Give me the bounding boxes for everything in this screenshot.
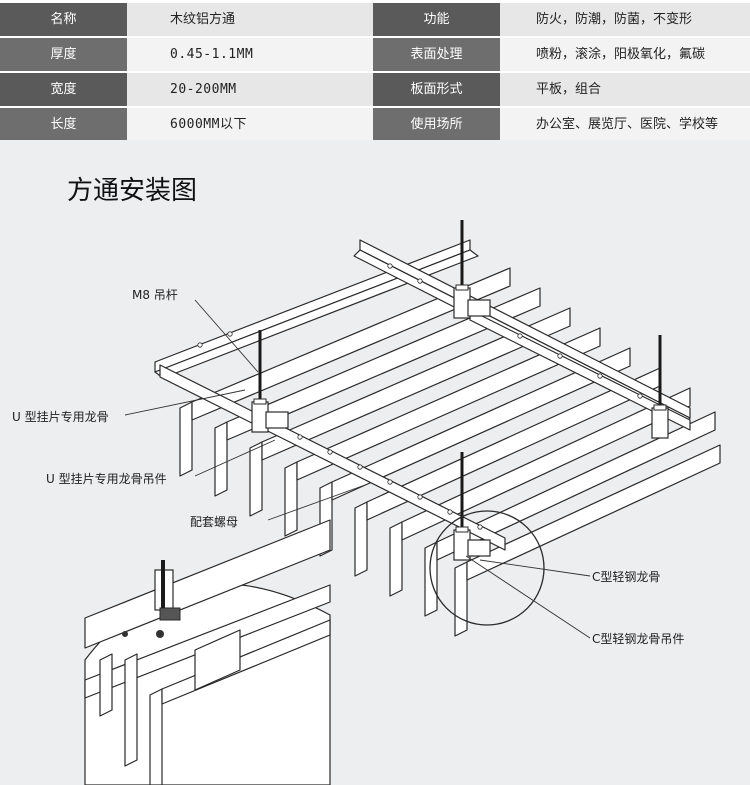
magnifier-circle: [429, 510, 545, 626]
diagram-title: 方通安装图: [67, 176, 198, 206]
spec-value-length: 6000MM以下: [127, 108, 373, 141]
hangers: [251, 287, 669, 561]
spec-value-surface: 喷粉，滚涂，阳极氧化，氟碳: [500, 38, 750, 71]
spec-row-length: 长度 6000MM以下 使用场所 办公室、展览厅、医院、学校等: [0, 108, 750, 141]
spec-label-name: 名称: [0, 3, 127, 36]
spec-label-usage: 使用场所: [373, 108, 500, 141]
c-keel-label: C型轻钢龙骨: [592, 570, 661, 584]
spec-label-panel-form: 板面形式: [373, 73, 500, 106]
spec-row-thickness: 厚度 0.45-1.1MM 表面处理 喷粉，滚涂，阳极氧化，氟碳: [0, 38, 750, 71]
c-keel-hanger-label: C型轻钢龙骨吊件: [592, 632, 685, 646]
square-tube: [249, 307, 571, 517]
nut-label: 配套螺母: [190, 515, 239, 529]
spec-label-thickness: 厚度: [0, 38, 127, 71]
detail-view: [84, 519, 331, 785]
nuts: [253, 284, 667, 533]
spec-value-usage: 办公室、展览厅、医院、学校等: [500, 108, 750, 141]
leader-lines: [124, 299, 591, 639]
m8-rod-label: M8 吊杆: [132, 288, 178, 302]
square-tube: [179, 267, 511, 477]
spec-value-function: 防火，防潮，防菌，不变形: [500, 3, 750, 36]
square-tube: [214, 287, 541, 497]
installation-diagram: [84, 220, 721, 785]
square-tube: [389, 387, 691, 597]
spec-label-length: 长度: [0, 108, 127, 141]
spec-label-surface: 表面处理: [373, 38, 500, 71]
spec-row-name: 名称 木纹铝方通 功能 防火，防潮，防菌，不变形: [0, 3, 750, 36]
spec-value-panel-form: 平板，组合: [500, 73, 750, 106]
spec-value-width: 20-200MM: [127, 73, 373, 106]
square-tube: [284, 327, 601, 537]
spec-row-width: 宽度 20-200MM 板面形式 平板，组合: [0, 73, 750, 106]
spec-value-name: 木纹铝方通: [127, 3, 373, 36]
keel-holes: [197, 263, 643, 530]
u-keel-hanger-label: U 型挂片专用龙骨吊件: [46, 472, 167, 486]
spec-label-width: 宽度: [0, 73, 127, 106]
u-keel-label: U 型挂片专用龙骨: [12, 410, 109, 424]
spec-value-thickness: 0.45-1.1MM: [127, 38, 373, 71]
spec-label-function: 功能: [373, 3, 500, 36]
spec-table: 名称 木纹铝方通 功能 防火，防潮，防菌，不变形 厚度 0.45-1.1MM 表…: [0, 0, 750, 141]
